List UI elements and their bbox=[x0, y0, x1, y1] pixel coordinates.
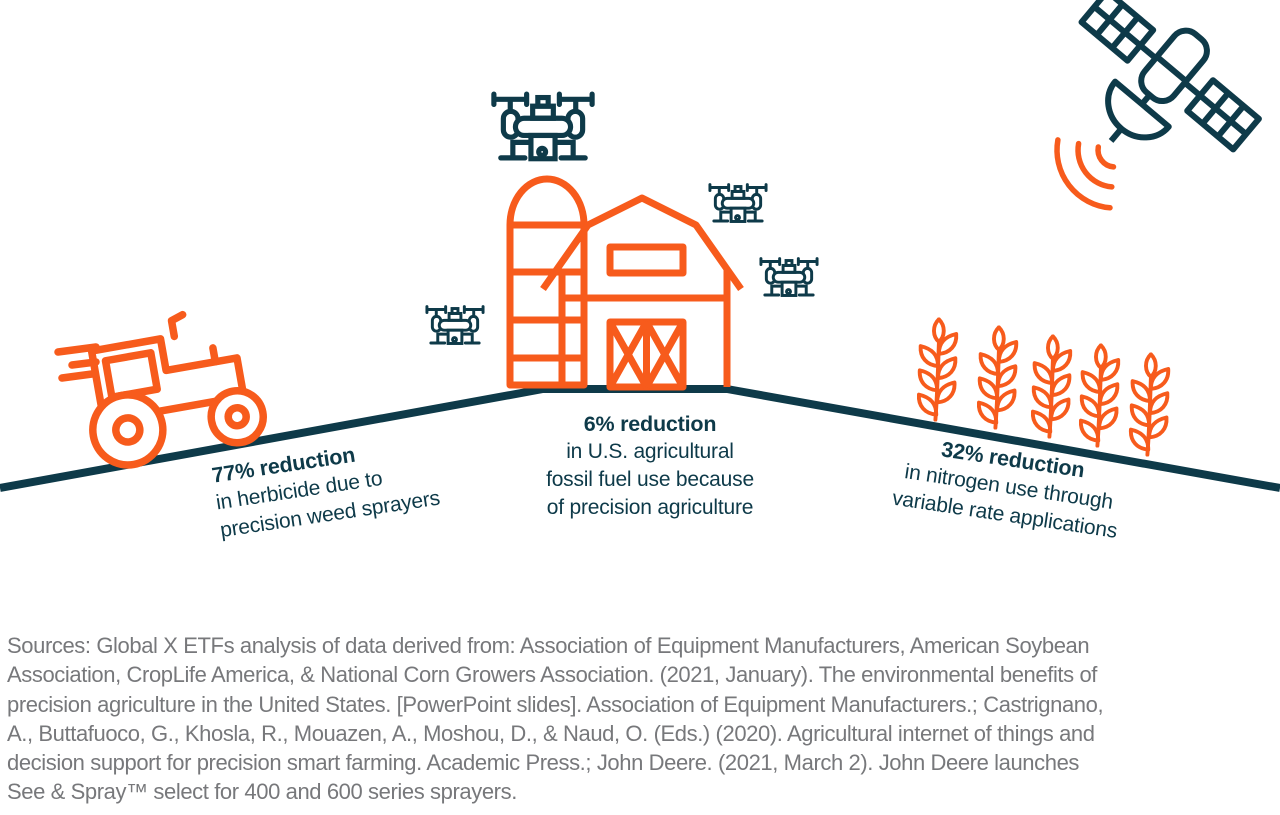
barn-window bbox=[606, 243, 687, 277]
solar-panel-icon bbox=[1078, 0, 1158, 64]
barn-roof bbox=[540, 194, 744, 292]
signal-waves-icon bbox=[1054, 137, 1117, 211]
sources-line: A., Buttafuoco, G., Khosla, R., Mouazen,… bbox=[7, 720, 1095, 746]
barn-with-silo-icon bbox=[506, 175, 744, 391]
wheat-stalk-icon bbox=[1074, 338, 1126, 453]
sources-line: precision agriculture in the United Stat… bbox=[7, 691, 1104, 717]
sources-line: Association, CropLife America, & Nationa… bbox=[7, 662, 1098, 688]
silo-outline bbox=[506, 175, 588, 389]
solar-panel-icon bbox=[1182, 77, 1262, 153]
barn-door bbox=[606, 318, 687, 391]
drone-icon bbox=[757, 255, 821, 302]
wheat-stalk-icon bbox=[972, 320, 1024, 435]
tractor-icon bbox=[54, 310, 267, 469]
sources-line: See & Spray™ select for 400 and 600 seri… bbox=[7, 779, 517, 805]
sources-line: Sources: Global X ETFs analysis of data … bbox=[7, 633, 1090, 658]
satellite-icon bbox=[1054, 0, 1262, 211]
sources-line: decision support for precision smart far… bbox=[7, 750, 1080, 776]
stat-fossil-fuel-reduction: 6% reduction in U.S. agricultural fossil… bbox=[520, 410, 780, 522]
wheat-stalk-icon bbox=[1026, 329, 1078, 444]
stat-line: of precision agriculture bbox=[546, 496, 754, 519]
drone-icon bbox=[706, 181, 770, 228]
drone-icon bbox=[423, 303, 487, 350]
drone-icon bbox=[487, 88, 599, 170]
stat-line: in U.S. agricultural bbox=[566, 440, 734, 463]
wheat-stalk-icon bbox=[912, 312, 964, 427]
stat-line: fossil fuel use because bbox=[546, 468, 754, 491]
sources-text: Sources: Global X ETFs analysis of data … bbox=[7, 631, 1257, 807]
stat-headline: 6% reduction bbox=[583, 412, 717, 436]
satellite-dish bbox=[1105, 78, 1172, 141]
wheat-stalk-icon bbox=[1124, 347, 1176, 462]
